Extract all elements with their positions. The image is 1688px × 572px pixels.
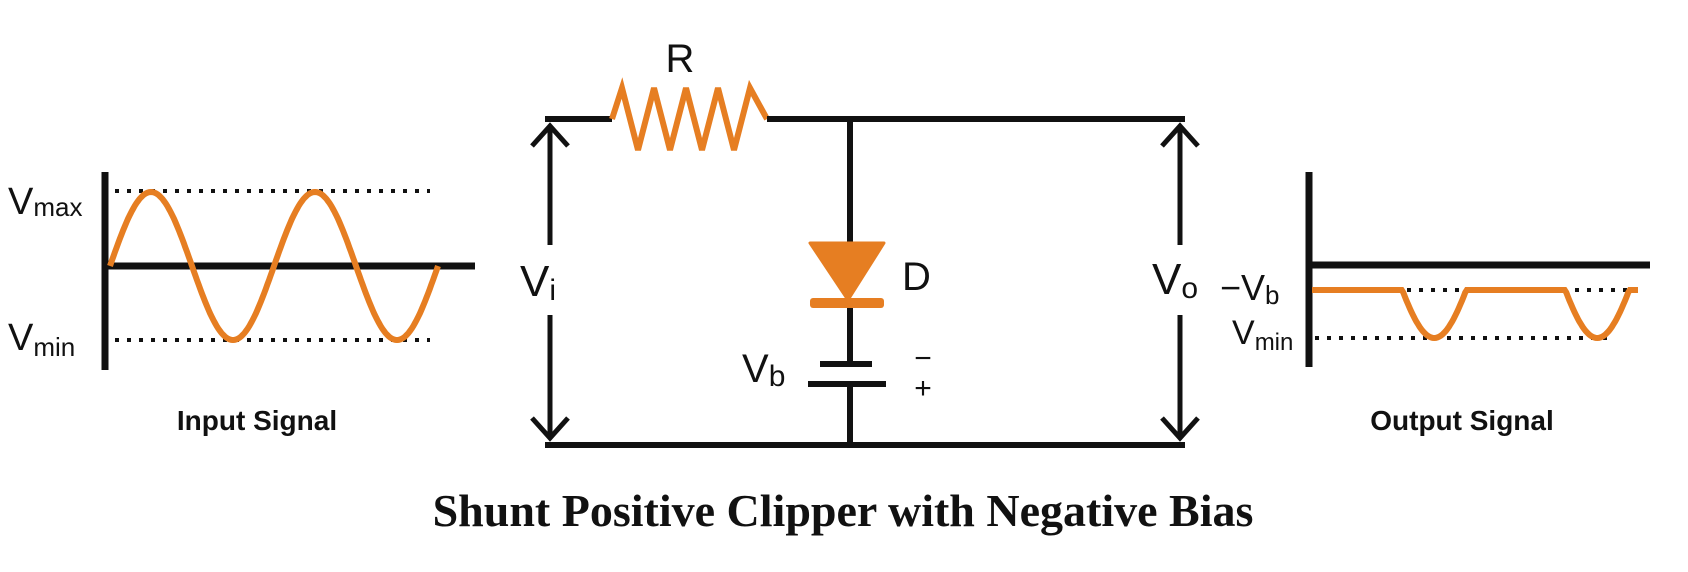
vin-arrow [530,122,570,442]
output-signal-caption: Output Signal [1370,405,1554,436]
battery-plus-sign: + [914,372,932,405]
output-signal-graph: −Vb Vmin Output Signal [1220,172,1650,436]
input-signal-caption: Input Signal [177,405,337,436]
output-neg-vb-label: −Vb [1220,267,1280,310]
diode-cathode-bar [810,298,884,308]
resistor-label: R [666,37,695,81]
resistor-icon [609,77,770,151]
input-signal-graph: Vmax Vmin Input Signal [8,172,475,436]
vout-arrow [1160,122,1200,442]
output-clipped-wave [1312,287,1638,342]
output-vmin-label: Vmin [1232,314,1293,356]
vout-label: Vo [1152,255,1198,305]
circuit: R D Vb − + Vi Vo [520,37,1200,448]
input-vmin-label: Vmin [8,317,75,362]
diode-icon [808,241,886,302]
input-vmax-label: Vmax [8,181,82,223]
page-title: Shunt Positive Clipper with Negative Bia… [433,485,1254,536]
arrow-up-icon [530,122,570,148]
arrow-down-icon [1160,416,1200,442]
diode-label: D [902,255,931,299]
vin-label: Vi [520,257,556,307]
battery-minus-sign: − [914,342,932,375]
battery-label: Vb [742,347,785,393]
input-sine-wave [107,188,441,344]
arrow-up-icon [1160,122,1200,148]
arrow-down-icon [530,416,570,442]
